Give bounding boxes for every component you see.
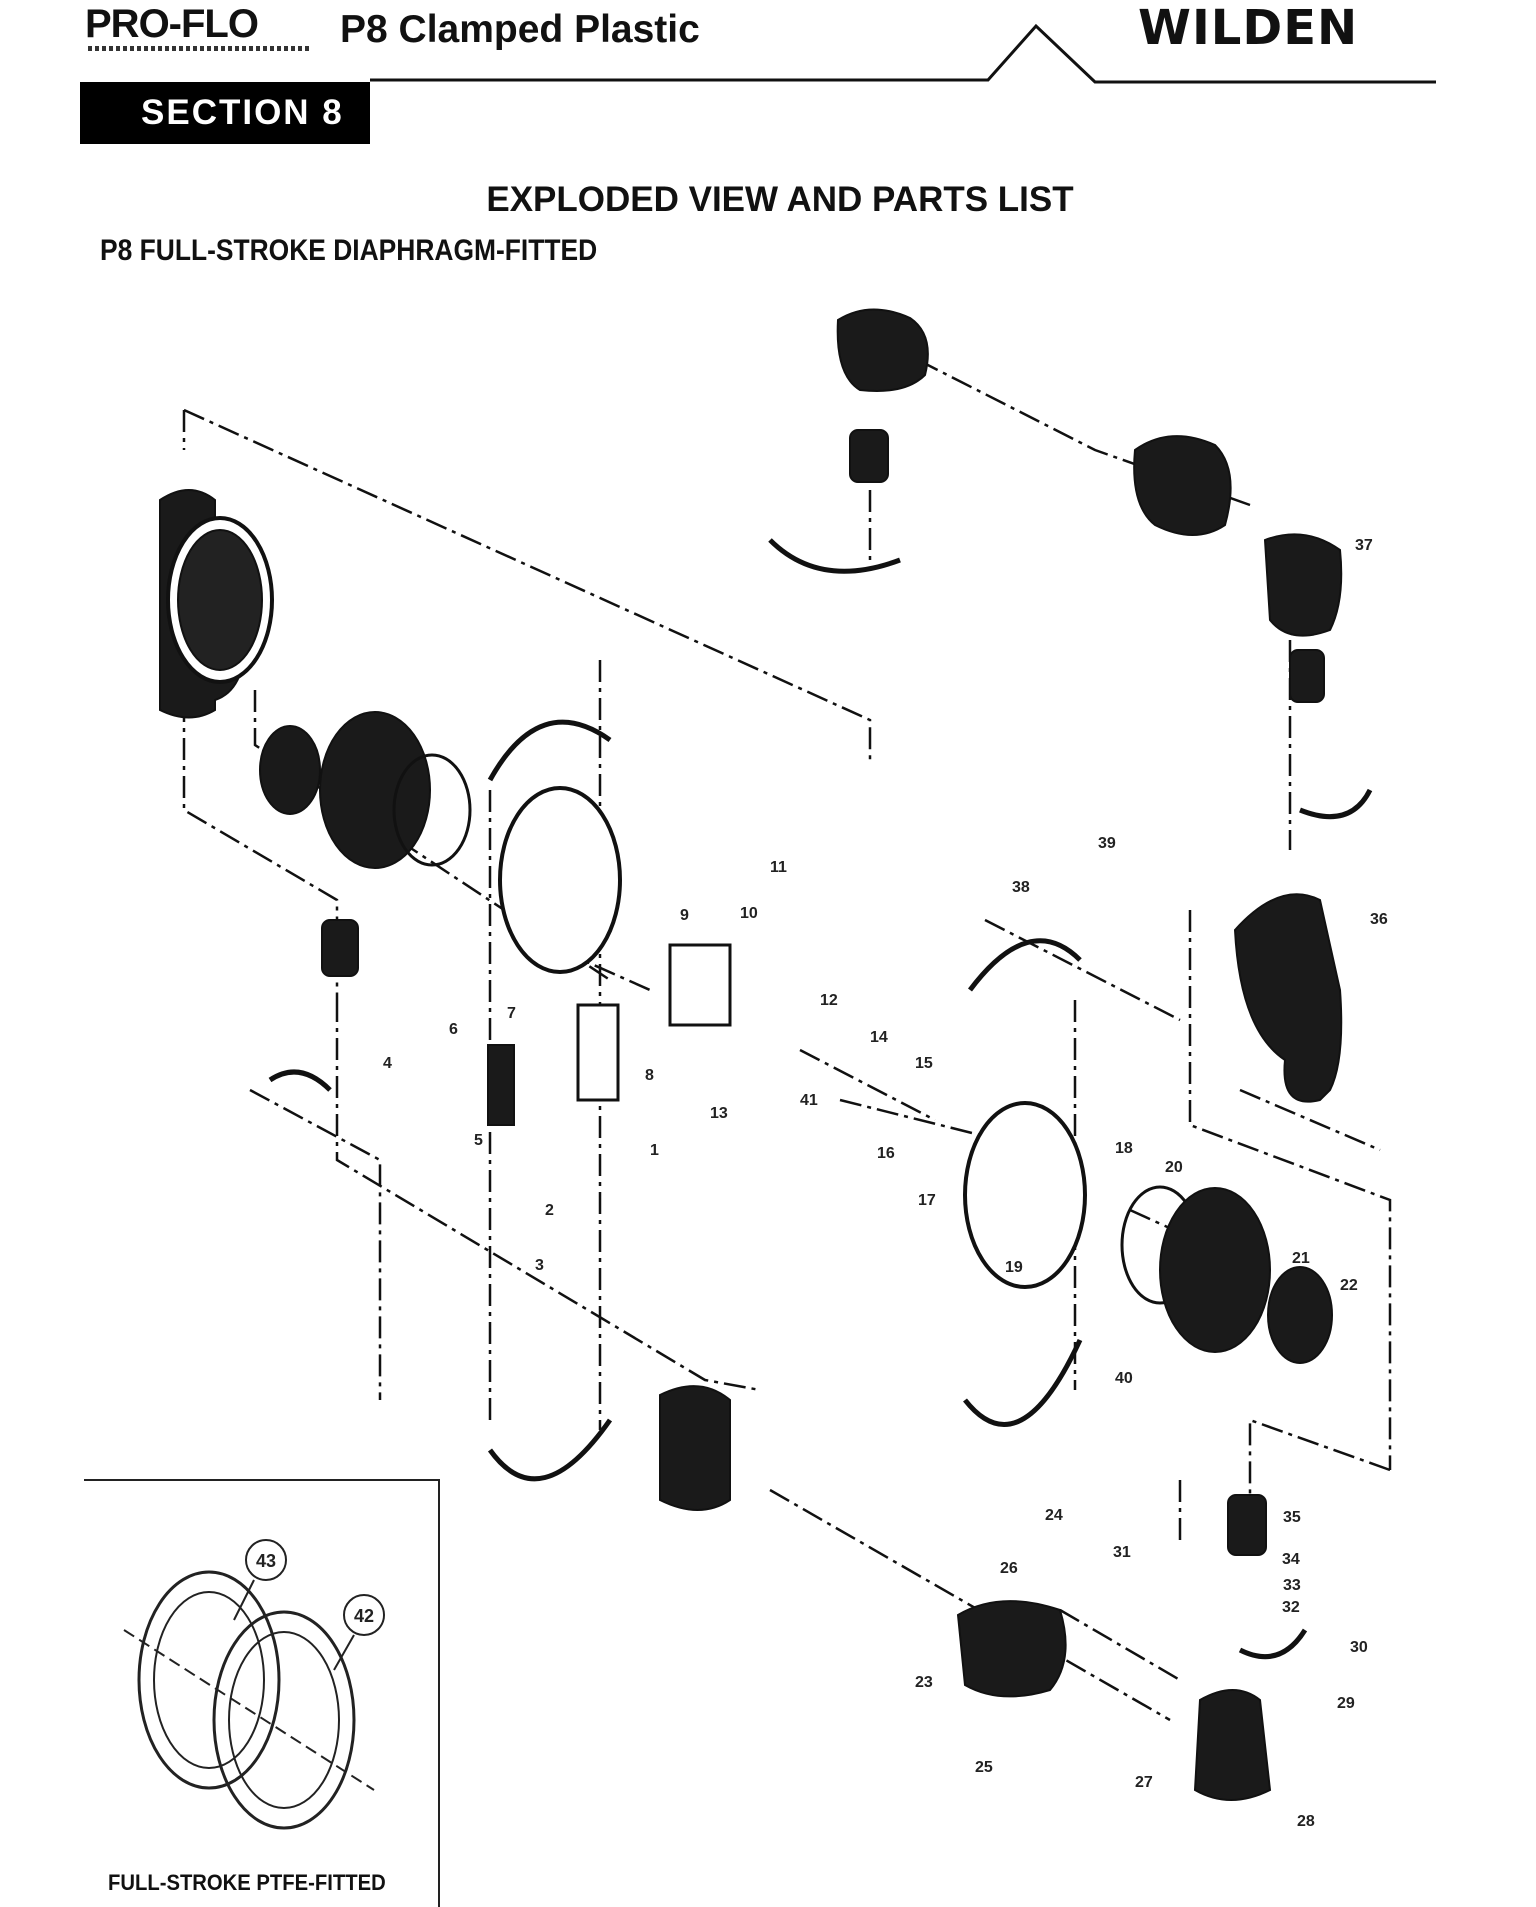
- ball-cage-right: [1289, 649, 1325, 703]
- callout-22: 22: [1340, 1277, 1358, 1294]
- callout-43: 43: [256, 1551, 276, 1571]
- exploded-view-diagram: 1 2 3 4 5 6 7 8 9 10 11 12 13 14 15 16 1…: [159, 308, 1392, 1830]
- air-valve-cap: [487, 1044, 515, 1126]
- callout-28: 28: [1297, 1813, 1315, 1830]
- callout-43-circle: [245, 1539, 287, 1581]
- callout-19: 19: [1005, 1259, 1023, 1276]
- callout-13: 13: [710, 1105, 728, 1122]
- ball-cage-top: [849, 429, 889, 483]
- callout-24: 24: [1045, 1507, 1063, 1524]
- header-rule: [370, 23, 1436, 84]
- air-chamber-right: [963, 1101, 1087, 1289]
- ptfe-inset-diagram: 43 42: [123, 1539, 385, 1830]
- section-tab: SECTION 8: [80, 82, 370, 144]
- brand-logo-text: PRO-FLO: [85, 2, 259, 46]
- callout-23: 23: [915, 1674, 933, 1691]
- pro-flo-logo: PRO-FLO: [85, 2, 259, 47]
- callout-32: 32: [1282, 1599, 1300, 1616]
- wilden-logo: WILDEN: [1138, 0, 1358, 56]
- backup-diaphragm-42: [212, 1610, 356, 1830]
- air-valve: [576, 1003, 620, 1102]
- callout-39: 39: [1098, 835, 1116, 852]
- brand-tagline-strip: [88, 46, 310, 51]
- callout-7: 7: [507, 1005, 516, 1022]
- callout-1: 1: [650, 1142, 659, 1159]
- section-label: SECTION 8: [141, 93, 344, 132]
- callout-18: 18: [1115, 1140, 1133, 1157]
- callout-26: 26: [1000, 1560, 1018, 1577]
- callout-8: 8: [645, 1067, 654, 1084]
- callout-5: 5: [474, 1132, 483, 1149]
- callout-16: 16: [877, 1145, 895, 1162]
- callout-14: 14: [870, 1029, 888, 1046]
- callout-37: 37: [1355, 537, 1373, 554]
- callout-9: 9: [680, 907, 689, 924]
- callout-42-circle: [343, 1594, 385, 1636]
- page-title: EXPLODED VIEW AND PARTS LIST: [486, 180, 1074, 219]
- ptfe-inset-panel: [84, 1479, 440, 1907]
- callout-42: 42: [354, 1606, 374, 1626]
- center-block: [668, 943, 732, 1027]
- callout-33: 33: [1283, 1577, 1301, 1594]
- callout-4: 4: [383, 1055, 392, 1072]
- top-tee-manifold: [1133, 435, 1232, 536]
- callout-36: 36: [1370, 911, 1388, 928]
- callout-17: 17: [918, 1192, 936, 1209]
- company-logo-text: WILDEN: [1138, 0, 1359, 56]
- callout-25: 25: [975, 1759, 993, 1776]
- document-title: P8 Clamped Plastic: [340, 8, 700, 51]
- ball-cage-left: [321, 919, 359, 977]
- callout-20: 20: [1165, 1159, 1183, 1176]
- diaphragm-left: [319, 711, 431, 869]
- outer-piston-right: [1267, 1266, 1333, 1364]
- callout-2: 2: [545, 1202, 554, 1219]
- clamp-bands: [268, 538, 1373, 1660]
- diaphragm-oring-left: [392, 753, 472, 867]
- callout-30: 30: [1350, 1639, 1368, 1656]
- callout-41: 41: [800, 1092, 818, 1109]
- diaphragm-right: [1159, 1187, 1271, 1353]
- callout-27: 27: [1135, 1774, 1153, 1791]
- right-elbow: [1263, 533, 1343, 637]
- callout-34: 34: [1282, 1551, 1300, 1568]
- callout-35: 35: [1283, 1509, 1301, 1526]
- callout-29: 29: [1337, 1695, 1355, 1712]
- callout-10: 10: [740, 905, 758, 922]
- bottom-right-elbow: [1193, 1689, 1272, 1801]
- callout-31: 31: [1113, 1544, 1131, 1561]
- bottom-inlet-tee: [956, 1600, 1067, 1698]
- callout-6: 6: [449, 1021, 458, 1038]
- outer-piston-left: [259, 725, 321, 815]
- bottom-left-elbow: [659, 1385, 731, 1511]
- ptfe-diaphragm-43: [137, 1570, 281, 1790]
- air-chamber-left: [498, 786, 622, 974]
- callout-12: 12: [820, 992, 838, 1009]
- pump-parts: [159, 308, 1343, 1801]
- callout-11: 11: [770, 859, 787, 876]
- callout-15: 15: [915, 1055, 933, 1072]
- right-liquid-chamber: [1233, 893, 1343, 1103]
- ptfe-inset-label: FULL-STROKE PTFE-FITTED: [108, 1870, 386, 1895]
- callout-38: 38: [1012, 879, 1030, 896]
- top-discharge-elbow: [836, 308, 929, 392]
- ball-cage-bottom: [1227, 1494, 1267, 1556]
- callout-labels: 1 2 3 4 5 6 7 8 9 10 11 12 13 14 15 16 1…: [383, 537, 1388, 1830]
- diagram-subtitle: P8 FULL-STROKE DIAPHRAGM-FITTED: [100, 234, 598, 267]
- callout-21: 21: [1292, 1250, 1310, 1267]
- callout-3: 3: [535, 1257, 544, 1274]
- callout-40: 40: [1115, 1370, 1133, 1387]
